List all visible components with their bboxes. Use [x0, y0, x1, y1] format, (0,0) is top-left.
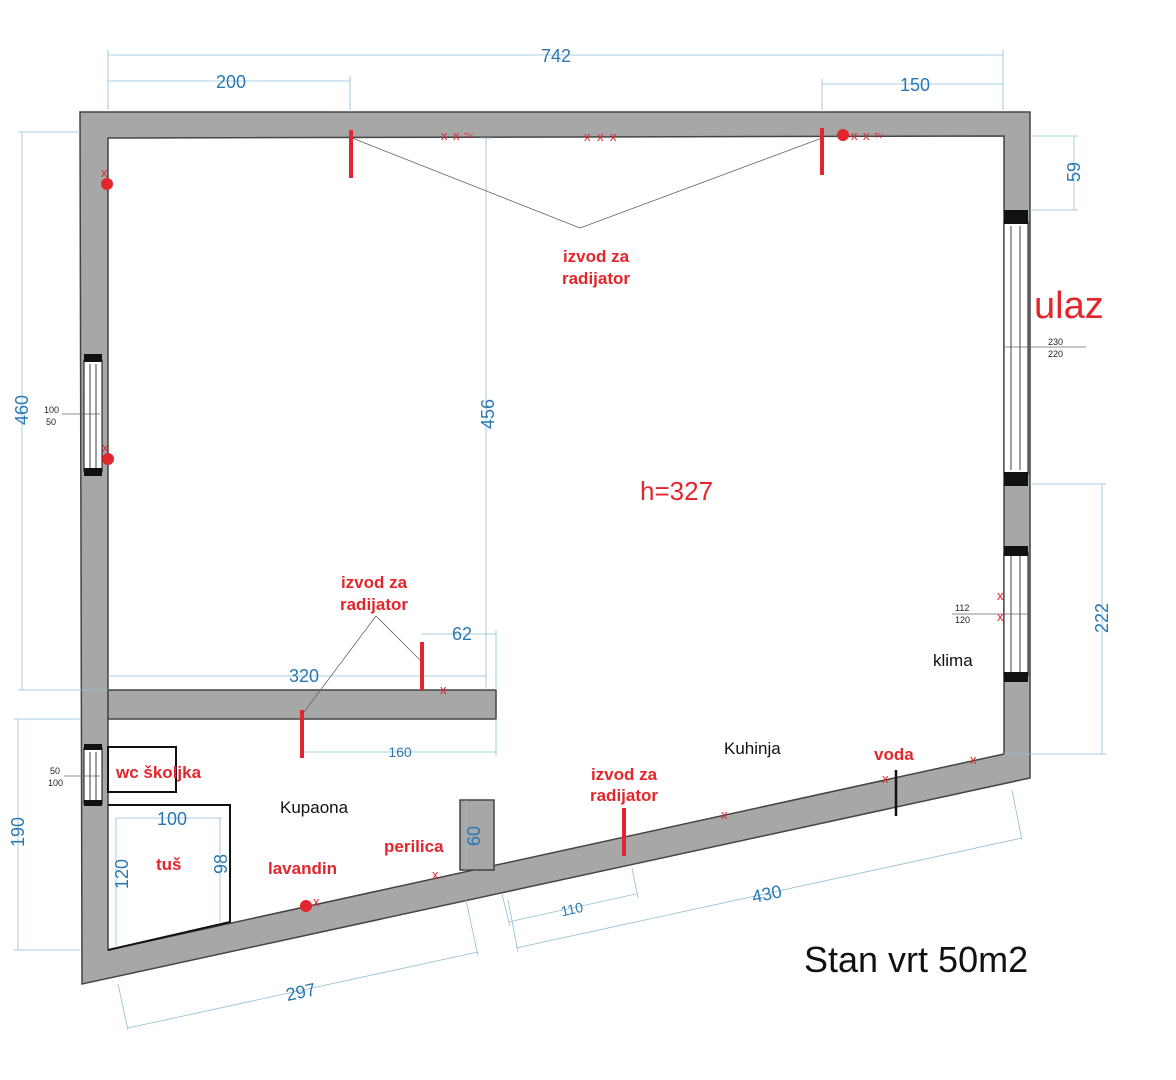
socket-dots [101, 129, 849, 912]
dim-bottom-mid: 110 [559, 899, 584, 919]
dim-bottom-left: 297 [284, 979, 318, 1005]
entrance-width: 230 [1048, 337, 1063, 347]
kupaona-label: Kupaona [280, 798, 349, 817]
radiator-top-line1: izvod za [563, 247, 630, 266]
radiator-partition-line1: izvod za [341, 573, 408, 592]
dim-total-width: 742 [541, 46, 571, 66]
bath-window-width: 50 [50, 766, 60, 776]
x-marker: x [610, 129, 617, 144]
kuhinja-label: Kuhinja [724, 739, 781, 758]
voda-label: voda [874, 745, 914, 764]
dim-bath-height: 190 [8, 817, 28, 847]
bath-window [83, 744, 103, 806]
radiator-outlets [300, 128, 824, 856]
x-marker: x [997, 588, 1004, 603]
dim-partition-lower: 160 [388, 744, 412, 760]
dim-partition: 320 [289, 666, 319, 686]
dim-shower-right: 98 [211, 854, 231, 874]
x-marker: x [851, 128, 858, 143]
entrance-height: 220 [1048, 349, 1063, 359]
entrance-label: ulaz [1034, 285, 1104, 327]
dim-inner-height: 456 [478, 399, 498, 429]
lavandin-label: lavandin [268, 859, 337, 878]
wc-label: wc školjka [115, 763, 202, 782]
x-marker: x [597, 129, 604, 144]
ceiling-height: h=327 [640, 476, 713, 506]
x-marker: x [584, 129, 591, 144]
x-marker: x [970, 752, 977, 767]
x-marker: x [863, 128, 870, 143]
left-window [83, 354, 103, 476]
x-marker: x [882, 771, 889, 786]
outer-walls [79, 111, 1031, 985]
radiator-bottom-line2: radijator [590, 786, 658, 805]
bath-window-height: 100 [48, 778, 63, 788]
dim-top-left: 200 [216, 72, 246, 92]
entrance-door [1003, 210, 1029, 486]
radiator-top-line2: radijator [562, 269, 630, 288]
x-marker: x [440, 682, 447, 697]
klima-label: klima [933, 651, 973, 670]
x-marker: x [453, 128, 460, 143]
plan-title: Stan vrt 50m2 [804, 939, 1028, 980]
dim-right-top: 59 [1064, 162, 1084, 182]
dim-partition-stub: 62 [452, 624, 472, 644]
perilica-label: perilica [384, 837, 444, 856]
dimension-lines [14, 50, 1106, 1031]
left-window-height: 50 [46, 417, 56, 427]
x-marker: x [721, 807, 728, 822]
left-window-width: 100 [44, 405, 59, 415]
outlet-markers: x x x x TV x x x x x TV x x x x x x x x [101, 128, 1004, 909]
radiator-bottom-line1: izvod za [591, 765, 658, 784]
wc-fixture [107, 746, 177, 793]
dim-shower-width: 100 [157, 809, 187, 829]
radiator-partition-line2: radijator [340, 595, 408, 614]
dim-left-height: 460 [12, 395, 32, 425]
dim-bottom-right: 430 [750, 881, 784, 907]
shower-fixture [107, 804, 231, 951]
tv-marker: TV [464, 133, 473, 140]
dim-right-lower: 222 [1092, 603, 1112, 633]
x-marker: x [313, 894, 320, 909]
dim-top-right: 150 [900, 75, 930, 95]
right-window-width: 112 [955, 603, 969, 613]
tv-marker: TV [874, 133, 883, 140]
x-marker: x [997, 609, 1004, 624]
x-marker: x [102, 440, 109, 455]
leader-lines [62, 137, 1086, 777]
dim-column: 60 [464, 826, 484, 846]
dim-shower-left: 120 [112, 859, 132, 889]
x-marker: x [432, 867, 439, 882]
tus-label: tuš [156, 855, 182, 874]
right-window-height: 120 [955, 615, 970, 625]
x-marker: x [441, 128, 448, 143]
x-marker: x [101, 165, 108, 180]
